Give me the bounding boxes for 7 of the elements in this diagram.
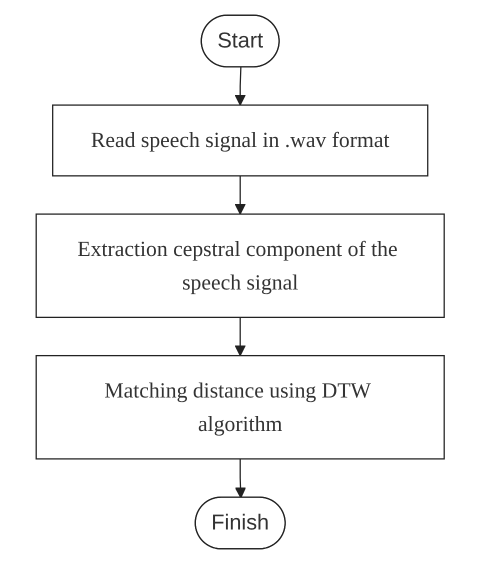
node-box: Matching distance using DTW algorithm bbox=[35, 354, 445, 460]
arrow bbox=[234, 176, 246, 215]
arrow bbox=[234, 317, 246, 356]
arrow bbox=[234, 458, 246, 498]
node-box: Read speech signal in .wav format bbox=[52, 104, 428, 176]
arrow bbox=[234, 67, 246, 106]
node-box: Extraction cepstral component of the speech signal bbox=[35, 213, 445, 318]
